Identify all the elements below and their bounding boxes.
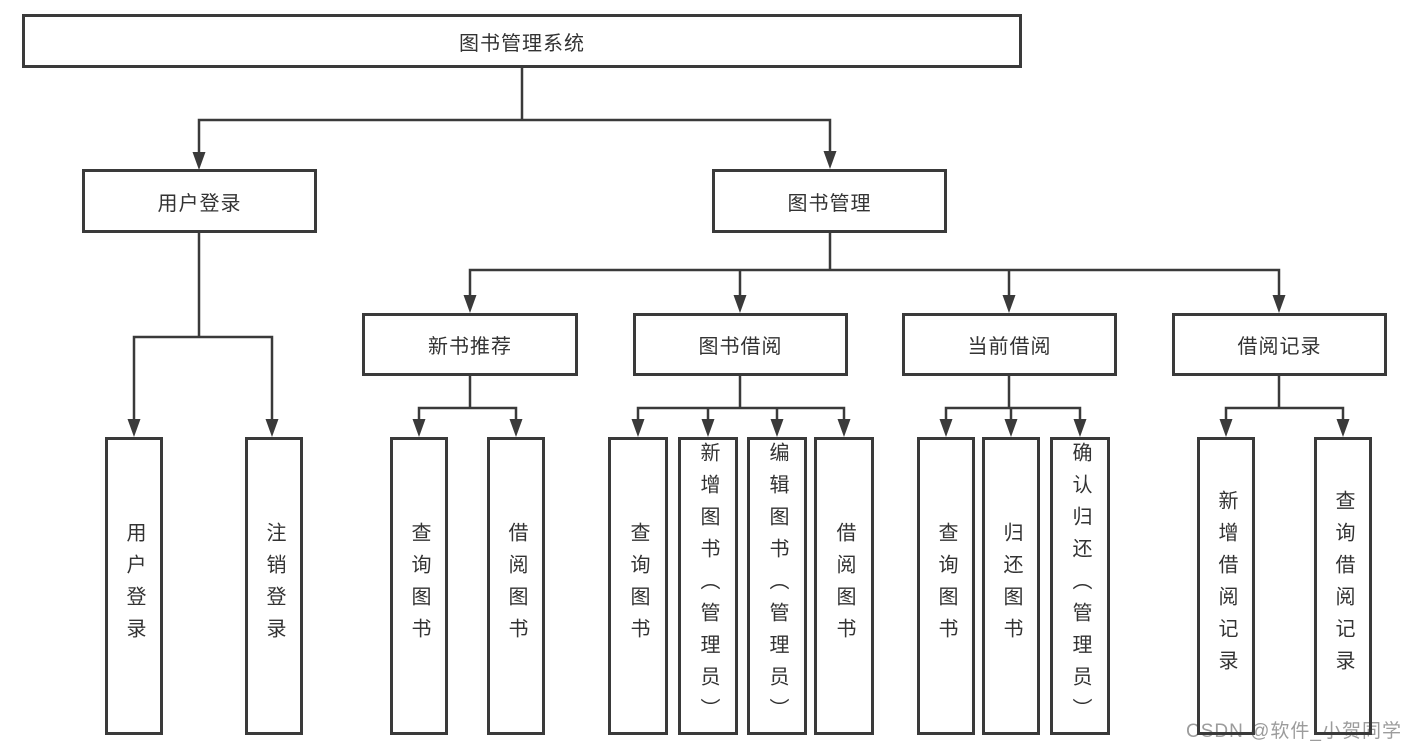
- leaf-add-book-admin: 新增图书（管理员）: [678, 437, 738, 735]
- leaf-confirm-return-admin-label: 确认归还（管理员）: [1069, 442, 1091, 730]
- node-new-book-recommend-label: 新书推荐: [428, 336, 512, 358]
- leaf-borrow-books-borrow: 借阅图书: [814, 437, 874, 735]
- leaf-query-books-current-label: 查询图书: [935, 522, 957, 650]
- leaf-add-book-admin-label: 新增图书（管理员）: [697, 442, 719, 730]
- node-book-management: 图书管理: [712, 169, 947, 233]
- connector-current-to-leaves: [939, 374, 1087, 437]
- leaf-query-borrow-record: 查询借阅记录: [1314, 437, 1372, 735]
- node-library-system: 图书管理系统: [22, 14, 1022, 68]
- node-borrowing-records: 借阅记录: [1172, 313, 1387, 376]
- leaf-logout: 注销登录: [245, 437, 303, 735]
- leaf-return-book-label: 归还图书: [1000, 522, 1022, 650]
- node-book-borrowing-label: 图书借阅: [698, 336, 783, 358]
- leaf-return-book: 归还图书: [982, 437, 1040, 735]
- node-user-login-label: 用户登录: [157, 192, 242, 215]
- connector-records-to-leaves: [1219, 374, 1350, 437]
- leaf-query-books-rec-label: 查询图书: [408, 522, 430, 650]
- leaf-query-books-rec: 查询图书: [390, 437, 448, 735]
- leaf-query-books-borrow-label: 查询图书: [627, 522, 649, 650]
- node-current-borrowing-label: 当前借阅: [967, 336, 1052, 358]
- leaf-add-borrow-record-label: 新增借阅记录: [1215, 490, 1237, 682]
- leaf-query-books-borrow: 查询图书: [608, 437, 668, 735]
- leaf-logout-label: 注销登录: [263, 522, 285, 650]
- leaf-edit-book-admin-label: 编辑图书（管理员）: [766, 442, 788, 730]
- leaf-query-borrow-record-label: 查询借阅记录: [1332, 490, 1354, 682]
- leaf-borrow-books-rec-label: 借阅图书: [505, 522, 527, 650]
- leaf-confirm-return-admin: 确认归还（管理员）: [1050, 437, 1110, 735]
- leaf-borrow-books-rec: 借阅图书: [487, 437, 545, 735]
- connector-login-to-leaves: [127, 231, 279, 437]
- leaf-user-login: 用户登录: [105, 437, 163, 735]
- connector-mgmt-to-level3: [463, 231, 1286, 313]
- leaf-query-books-current: 查询图书: [917, 437, 975, 735]
- leaf-edit-book-admin: 编辑图书（管理员）: [747, 437, 807, 735]
- connector-rec-to-leaves: [412, 374, 523, 437]
- csdn-watermark: CSDN @软件_小贺同学: [1186, 721, 1402, 742]
- node-borrowing-records-label: 借阅记录: [1237, 336, 1322, 358]
- node-new-book-recommend: 新书推荐: [362, 313, 578, 376]
- leaf-borrow-books-borrow-label: 借阅图书: [833, 522, 855, 650]
- connector-borrow-to-leaves: [631, 374, 851, 437]
- node-book-management-label: 图书管理: [787, 192, 872, 215]
- node-library-system-label: 图书管理系统: [459, 32, 585, 55]
- node-book-borrowing: 图书借阅: [633, 313, 848, 376]
- connector-root-to-level2: [192, 66, 837, 170]
- leaf-user-login-label: 用户登录: [123, 522, 145, 650]
- leaf-add-borrow-record: 新增借阅记录: [1197, 437, 1255, 735]
- node-user-login: 用户登录: [82, 169, 317, 233]
- node-current-borrowing: 当前借阅: [902, 313, 1117, 376]
